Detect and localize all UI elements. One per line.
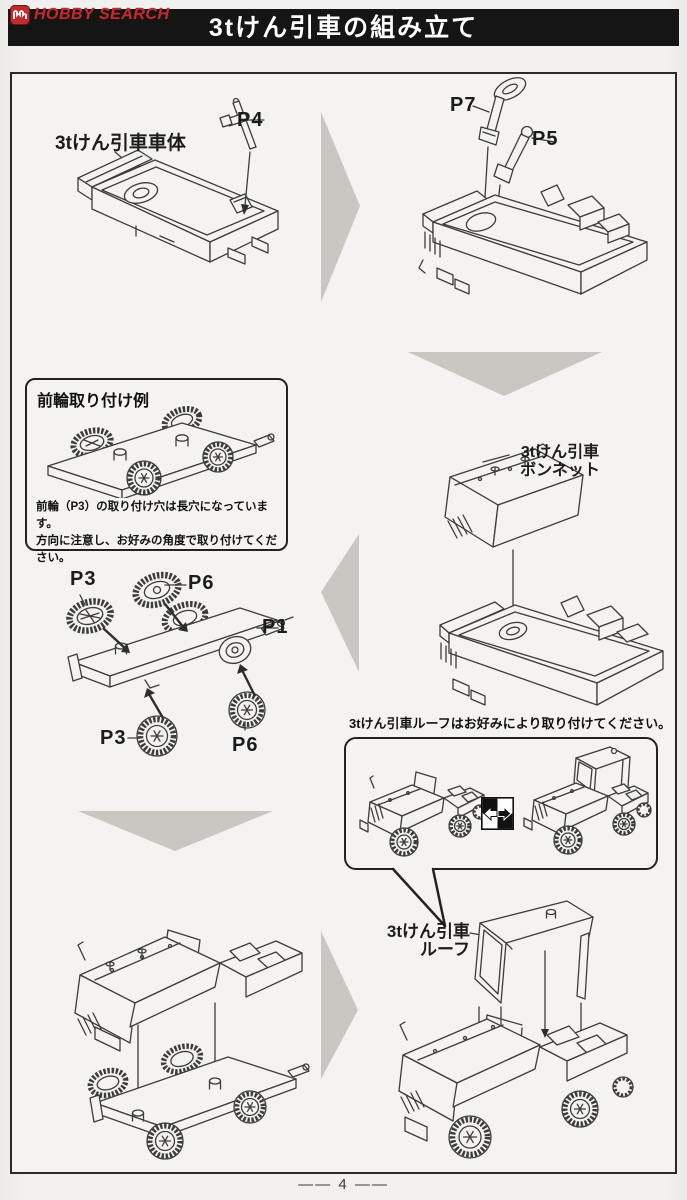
step2-chassis-illustration — [418, 77, 648, 295]
step4-p6-bottom-label: P6 — [232, 734, 259, 756]
front-wheel-note-title: 前輪取り付け例 — [37, 393, 150, 410]
step6-line-art — [398, 900, 634, 1159]
flow-arrow-left-1 — [321, 534, 359, 672]
truck-without-roof-illustration — [359, 771, 488, 857]
step5-body-to-chassis-illustration — [74, 929, 310, 1160]
step1-p4-label: P4 — [237, 109, 264, 131]
flow-arrow-right-1 — [321, 112, 360, 302]
step4-p3-top-label: P3 — [70, 568, 97, 590]
step6-roof-label-line2: ルーフ — [420, 940, 470, 959]
step4-p6-top-label: P6 — [188, 572, 215, 594]
step4-p1-label: P1 — [262, 616, 289, 638]
front-wheel-note-line2: 方向に注意し、お好みの角度で取り付けてください。 — [36, 535, 278, 564]
step6-roof-illustration — [398, 900, 634, 1159]
step2-line-art — [418, 77, 648, 295]
step4-p3-bottom-label: P3 — [100, 727, 127, 749]
step3-bonnet-illustration — [439, 443, 664, 706]
flow-arrow-down-1 — [408, 352, 602, 396]
step6-roof-label: 3tけん引車 ルーフ — [386, 923, 470, 959]
front-wheel-note-box: 前輪取り付け例 — [25, 378, 288, 564]
front-wheel-note-text: 前輪（P3）の取り付け穴は長穴になっています。 方向に注意し、お好みの角度で取り… — [36, 499, 282, 567]
step4-wheels-illustration — [66, 571, 294, 757]
step6-roof-label-line1: 3tけん引車 — [386, 922, 470, 941]
front-wheel-note-line1: 前輪（P3）の取り付け穴は長穴になっています。 — [36, 501, 268, 530]
flow-arrow-down-2 — [78, 811, 273, 851]
bubble-truck-left — [359, 771, 488, 857]
shop-watermark: HOBBY SEARCH — [10, 5, 170, 25]
section-header-banner: 3tけん引車の組み立て — [8, 9, 679, 46]
step2-p5-label: P5 — [532, 128, 559, 150]
flow-arrow-right-2 — [321, 931, 358, 1079]
front-wheel-example-illustration — [47, 406, 275, 498]
shop-watermark-text: HOBBY SEARCH — [34, 6, 170, 23]
step1-line-art — [77, 97, 279, 265]
step1-body-label: 3tけん引車車体 — [55, 133, 186, 154]
bubble-truck-right — [523, 746, 652, 855]
note-line-art — [47, 406, 275, 498]
step3-line-art — [439, 443, 664, 706]
hobby-search-icon — [10, 5, 30, 25]
page-number: ―― 4 ―― — [298, 1176, 389, 1193]
step1-chassis-illustration — [77, 97, 279, 265]
step2-p7-label: P7 — [450, 94, 477, 116]
step4-line-art — [66, 571, 294, 757]
step5-line-art — [74, 929, 310, 1160]
step3-bonnet-label-line1: 3tけん引車 — [520, 444, 600, 461]
step3-bonnet-label: 3tけん引車 ボンネット — [512, 444, 608, 480]
truck-with-roof-illustration — [523, 746, 652, 855]
step3-bonnet-label-line2: ボンネット — [520, 462, 600, 479]
roof-option-note: 3tけん引車ルーフはお好みにより取り付けてください。 — [349, 716, 672, 731]
section-title: 3tけん引車の組み立て — [208, 14, 479, 42]
swap-icon — [481, 797, 514, 830]
bubble-tail — [391, 867, 447, 928]
